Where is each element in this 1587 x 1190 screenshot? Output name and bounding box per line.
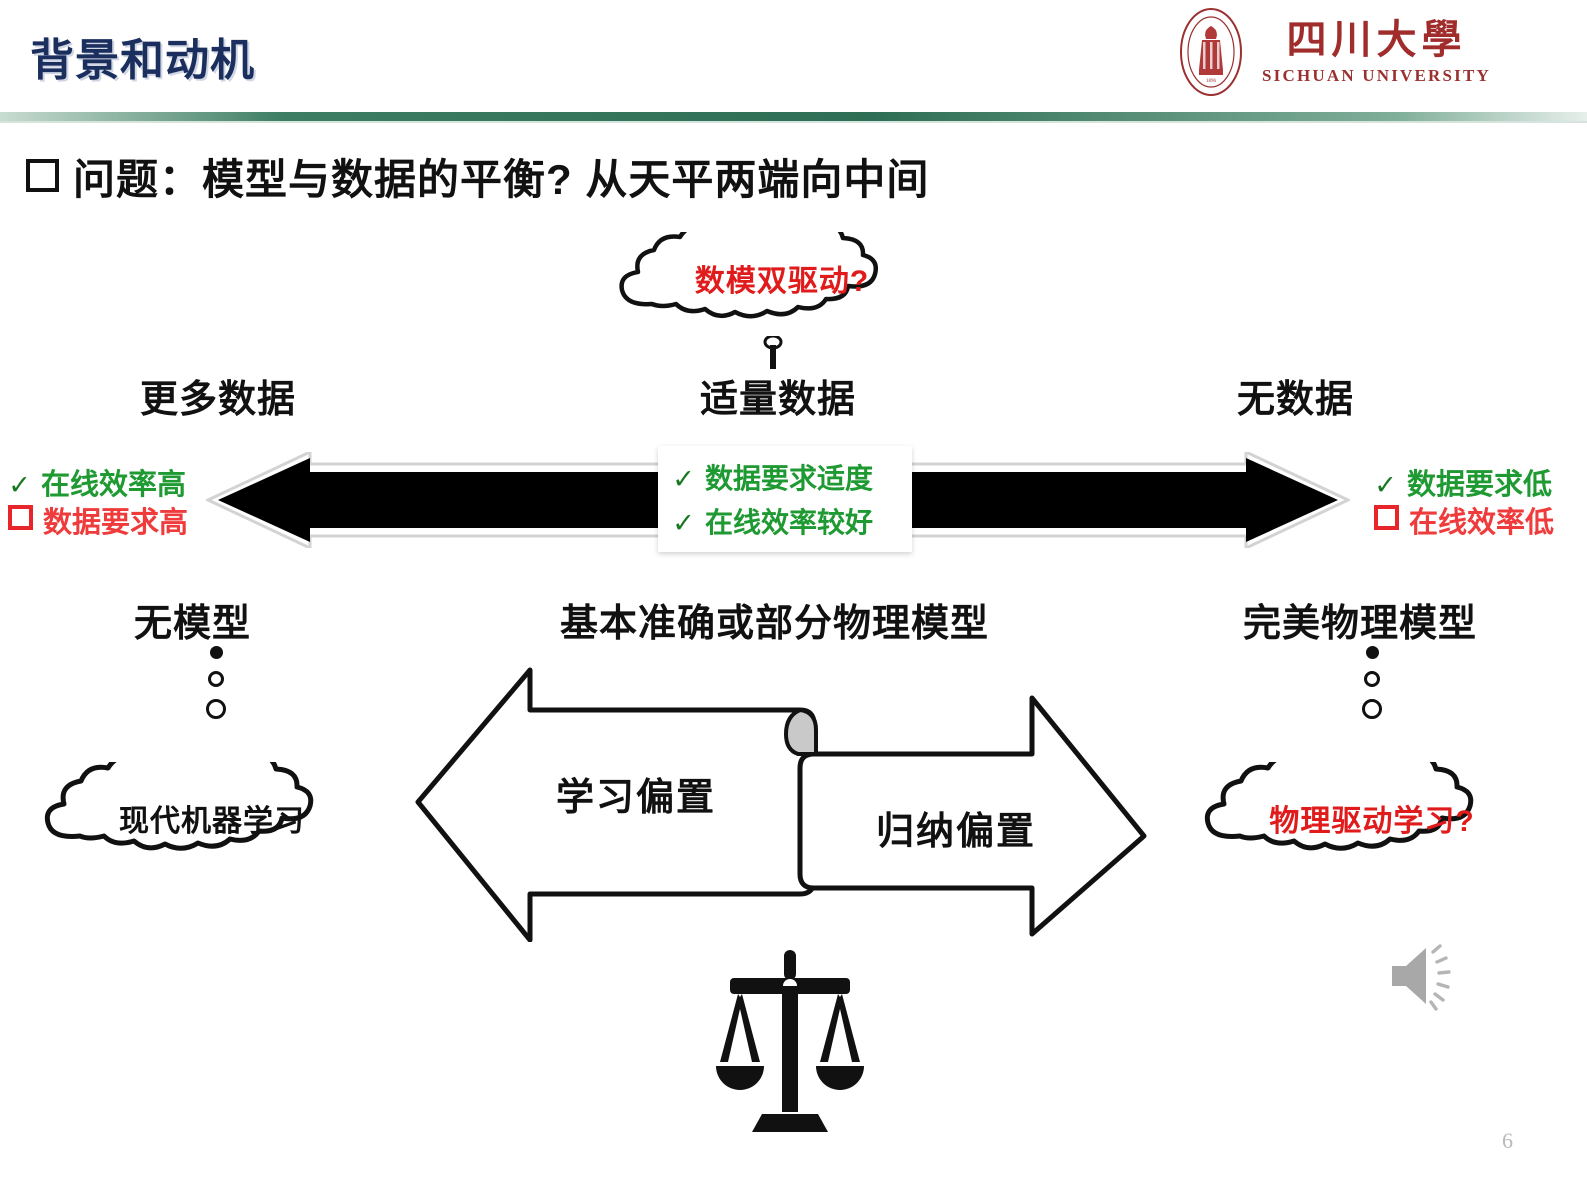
thought-dot-icon	[206, 699, 226, 719]
list-item: ✓ 在线效率高	[8, 466, 188, 504]
svg-text:1896: 1896	[1206, 79, 1217, 84]
thought-dot-icon	[208, 671, 224, 687]
cloud-callout-bottom-left: 现代机器学习	[22, 741, 402, 874]
check-icon: ✓	[672, 464, 695, 494]
cloud-tail-icon	[763, 336, 783, 369]
check-icon: ✓	[8, 470, 31, 500]
bias-arrows-shape	[415, 667, 1147, 942]
check-icon: ✓	[672, 508, 695, 538]
cloud-shape-icon	[619, 210, 878, 319]
list-item-label: 数据要求低	[1407, 469, 1553, 501]
right-benefit-list: ✓ 数据要求低 在线效率低	[1374, 466, 1554, 543]
left-benefit-list: ✓ 在线效率高 数据要求高	[8, 466, 188, 543]
page-title: 背景和动机	[30, 36, 255, 85]
header-divider	[0, 112, 1587, 121]
square-icon	[8, 505, 33, 531]
list-item: ✓ 数据要求低	[1374, 466, 1554, 504]
list-item-label: 数据要求高	[43, 507, 189, 540]
list-item-label: 在线效率低	[1409, 507, 1555, 540]
list-item: ✓ 数据要求适度	[672, 457, 912, 497]
square-icon	[1374, 505, 1399, 531]
thought-dot-icon	[1365, 646, 1379, 659]
caption-partial-model: 基本准确或部分物理模型	[560, 603, 990, 645]
list-item: 数据要求高	[8, 504, 188, 542]
center-benefit-card: ✓ 数据要求适度 ✓ 在线效率较好	[658, 446, 912, 552]
learning-bias-label: 学习偏置	[556, 777, 717, 819]
cloud-callout-top: 数模双驱动?	[592, 210, 972, 342]
inductive-bias-label: 归纳偏置	[876, 811, 1037, 853]
cloud-bottom-left-label: 现代机器学习	[119, 805, 305, 838]
sichuan-university-emblem-icon: 1896	[1180, 8, 1242, 96]
caption-no-model: 无模型	[134, 603, 252, 645]
caption-moderate-data: 适量数据	[700, 379, 857, 421]
cloud-shape-icon	[44, 741, 314, 851]
list-item: 在线效率低	[1374, 504, 1554, 542]
section-bullet: 问题：模型与数据的平衡? 从天平两端向中间	[26, 146, 929, 207]
cloud-shape-icon	[1204, 741, 1474, 851]
university-logo: 1896 四川大學 SICHUAN UNIVERSITY	[1172, 6, 1491, 98]
thought-dot-icon	[209, 646, 223, 659]
cloud-bottom-right-label: 物理驱动学习?	[1269, 805, 1475, 838]
bullet-square-icon	[26, 159, 59, 192]
logo-name-en: SICHUAN UNIVERSITY	[1262, 66, 1491, 85]
list-item-label: 在线效率高	[41, 469, 187, 501]
caption-perfect-model: 完美物理模型	[1243, 603, 1478, 645]
caption-more-data: 更多数据	[140, 379, 297, 421]
list-item-label: 数据要求适度	[705, 463, 874, 494]
section-bullet-text: 问题：模型与数据的平衡? 从天平两端向中间	[73, 156, 930, 203]
thought-dots-left	[196, 646, 236, 719]
left-arrow-shape	[206, 452, 706, 548]
thought-dots-right	[1352, 646, 1392, 719]
thought-dot-icon	[1364, 671, 1380, 687]
cloud-callout-bottom-right: 物理驱动学习?	[1182, 741, 1562, 874]
speaker-icon[interactable]	[1386, 940, 1464, 1012]
list-item-label: 在线效率较好	[705, 507, 874, 538]
logo-name-cn: 四川大學	[1286, 16, 1467, 63]
check-icon: ✓	[1374, 470, 1397, 500]
thought-dot-icon	[1362, 699, 1382, 719]
cloud-top-label: 数模双驱动?	[694, 265, 870, 298]
right-arrow-shape	[880, 452, 1350, 548]
header-divider-thin	[0, 121, 1587, 123]
balance-scale-icon	[716, 950, 864, 1132]
caption-no-data: 无数据	[1237, 379, 1355, 421]
list-item: ✓ 在线效率较好	[672, 501, 912, 541]
page-number: 6	[1502, 1128, 1513, 1153]
